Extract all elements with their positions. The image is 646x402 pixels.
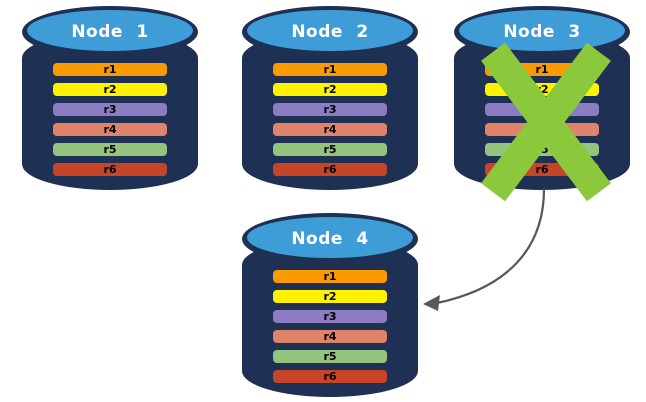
node-2-cylinder: Node 2 r1 r2 r3 r4 r5 r6 <box>242 6 418 190</box>
replica-bar-r4: r4 <box>53 123 167 136</box>
replica-label: r6 <box>535 163 549 176</box>
node-4-cylinder: Node 4 r1 r2 r3 r4 r5 r6 <box>242 213 418 397</box>
replica-label: r3 <box>323 310 337 323</box>
replica-bar-r5: r5 <box>273 143 387 156</box>
replica-label: r6 <box>103 163 117 176</box>
replica-label: r2 <box>103 83 117 96</box>
node-4-title: Node 4 <box>291 228 369 249</box>
replica-bar-r6: r6 <box>485 163 599 176</box>
replica-bar-r1: r1 <box>53 63 167 76</box>
replica-label: r5 <box>535 143 549 156</box>
node-1-title: Node 1 <box>71 21 149 42</box>
replica-label: r4 <box>323 330 337 343</box>
node-1-cylinder-top: Node 1 <box>27 10 193 51</box>
replica-label: r4 <box>323 123 337 136</box>
replica-bar-r5: r5 <box>53 143 167 156</box>
replica-bar-r6: r6 <box>273 370 387 383</box>
replica-label: r1 <box>323 63 337 76</box>
replica-label: r3 <box>103 103 117 116</box>
replica-label: r2 <box>535 83 549 96</box>
replica-label: r6 <box>323 370 337 383</box>
replica-bar-r4: r4 <box>273 123 387 136</box>
node-4-cylinder-top-rim: Node 4 <box>242 213 418 265</box>
node-2-replica-list: r1 r2 r3 r4 r5 r6 <box>273 63 387 176</box>
node-3-cylinder: Node 3 r1 r2 r3 r4 r5 r6 <box>454 6 630 202</box>
replica-bar-r6: r6 <box>273 163 387 176</box>
replica-label: r2 <box>323 83 337 96</box>
node-1-cylinder: Node 1 r1 r2 r3 r4 r5 r6 <box>22 6 198 190</box>
node-3-cylinder-top: Node 3 <box>459 10 625 51</box>
replica-bar-r5: r5 <box>273 350 387 363</box>
replica-label: r1 <box>323 270 337 283</box>
replica-bar-r1: r1 <box>485 63 599 76</box>
replica-label: r5 <box>323 143 337 156</box>
replica-bar-r2: r2 <box>53 83 167 96</box>
replica-label: r2 <box>323 290 337 303</box>
replica-bar-r3: r3 <box>273 310 387 323</box>
node-3-title: Node 3 <box>503 21 581 42</box>
replica-label: r3 <box>535 103 549 116</box>
node-1-replica-list: r1 r2 r3 r4 r5 r6 <box>53 63 167 176</box>
node-2-title: Node 2 <box>291 21 369 42</box>
node-2-cylinder-top: Node 2 <box>247 10 413 51</box>
replica-label: r1 <box>103 63 117 76</box>
node-4-cylinder-top: Node 4 <box>247 217 413 258</box>
replica-bar-r2: r2 <box>273 290 387 303</box>
replica-bar-r3: r3 <box>53 103 167 116</box>
node-3-cylinder-top-rim: Node 3 <box>454 6 630 58</box>
replica-label: r3 <box>323 103 337 116</box>
failover-arrow-curve <box>436 188 546 305</box>
node-1-cylinder-top-rim: Node 1 <box>22 6 198 58</box>
replica-bar-r5: r5 <box>485 143 599 156</box>
node-2-cylinder-top-rim: Node 2 <box>242 6 418 58</box>
replica-label: r4 <box>535 123 549 136</box>
replica-label: r1 <box>535 63 549 76</box>
replica-bar-r2: r2 <box>273 83 387 96</box>
replica-bar-r3: r3 <box>485 103 599 116</box>
replica-bar-r6: r6 <box>53 163 167 176</box>
node-3-replica-list: r1 r2 r3 r4 r5 r6 <box>485 63 599 176</box>
replica-label: r5 <box>103 143 117 156</box>
replica-bar-r4: r4 <box>485 123 599 136</box>
failover-arrow-head <box>423 295 440 311</box>
replica-bar-r1: r1 <box>273 270 387 283</box>
replica-bar-r1: r1 <box>273 63 387 76</box>
replica-bar-r3: r3 <box>273 103 387 116</box>
replica-label: r4 <box>103 123 117 136</box>
replica-label: r5 <box>323 350 337 363</box>
node-4-replica-list: r1 r2 r3 r4 r5 r6 <box>273 270 387 383</box>
replica-label: r6 <box>323 163 337 176</box>
replica-bar-r4: r4 <box>273 330 387 343</box>
replica-bar-r2: r2 <box>485 83 599 96</box>
